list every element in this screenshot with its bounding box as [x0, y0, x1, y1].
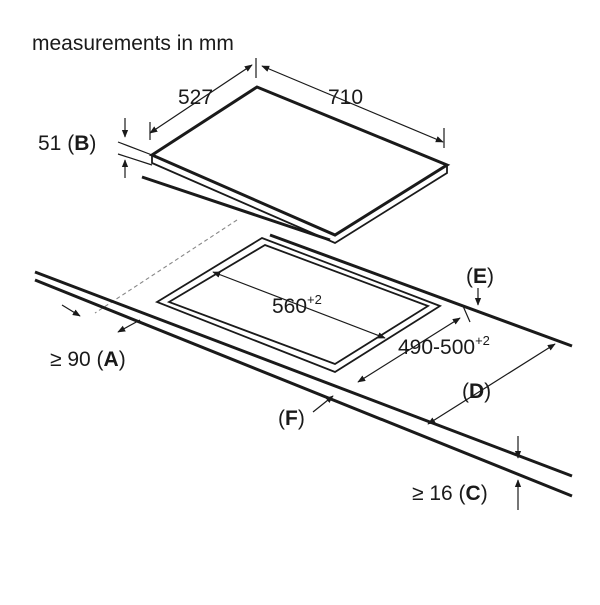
worktop-back-edge: [269, 233, 573, 348]
dim-hob-height: 51 (B): [38, 118, 153, 178]
worktop-front-edge-top: [34, 270, 573, 478]
hob-edge: [151, 155, 448, 245]
height-ext-top: [117, 141, 153, 156]
clearance-f-label: (F): [278, 407, 305, 430]
dim-hob-depth: 527: [149, 58, 257, 140]
dim-cutout-depth: 490-500+2: [357, 305, 490, 383]
units-note: measurements in mm: [32, 32, 234, 55]
worktop: [34, 233, 573, 498]
clearance-a-arrow-left: [61, 304, 81, 317]
clearance-f-arrow: [312, 395, 334, 413]
height-label: 51 (B): [38, 132, 96, 155]
dim-clearance-f: (F): [278, 395, 334, 430]
dim-clearance-d: (D): [427, 343, 556, 425]
clearance-e-label: (E): [466, 265, 494, 288]
projection-line: [94, 219, 238, 314]
hob-depth-arrow: [149, 64, 253, 134]
hob-bottom-frame: [141, 175, 331, 242]
hob-width-label: 710: [328, 86, 363, 109]
dim-clearance-a: ≥ 90 (A): [50, 304, 141, 371]
dim-hob-width: 710: [261, 65, 445, 148]
hob-depth-label: 527: [178, 86, 213, 109]
dim-clearance-c: ≥ 16 (C): [412, 436, 522, 510]
cutout-outer: [154, 237, 443, 374]
clearance-d-label: (D): [462, 380, 491, 403]
hob: [141, 85, 451, 245]
clearance-c-label: ≥ 16 (C): [412, 482, 488, 505]
hob-width-arrow: [261, 65, 444, 143]
dim-cutout-width: 560+2: [212, 271, 386, 339]
cutout: [154, 237, 443, 374]
cutout-inner: [166, 244, 431, 365]
cutout-depth-label: 490-500+2: [398, 333, 490, 359]
cutout-width-arrow: [212, 271, 386, 339]
cutout-width-label: 560+2: [272, 292, 322, 318]
worktop-front-edge-bottom: [34, 278, 573, 498]
clearance-d-arrow: [427, 343, 556, 425]
dim-clearance-e: (E): [466, 265, 494, 306]
hob-top-outline: [148, 85, 451, 237]
clearance-a-label: ≥ 90 (A): [50, 348, 126, 371]
height-ext-bottom: [117, 153, 153, 166]
cutout-depth-arrow: [357, 317, 461, 383]
cutout-depth-tick: [462, 305, 471, 323]
clearance-a-arrow-right: [117, 319, 141, 333]
